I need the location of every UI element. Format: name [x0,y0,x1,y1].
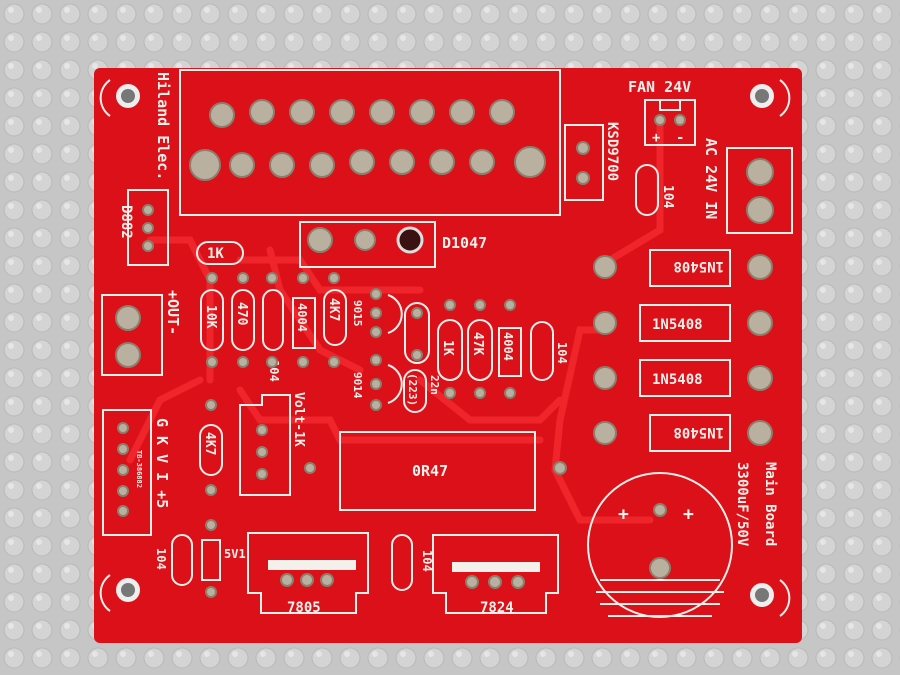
diode3-label: 1N5408 [652,372,703,388]
d882-label: D882 [118,205,134,239]
9014-label: 9014 [351,372,364,399]
cap-104d-label: 104 [420,550,434,572]
22n-label: 22n [428,375,441,395]
cap-plus-right: + [683,504,694,525]
cap-104b-label: 104 [555,342,569,364]
res-470-label: 470 [234,302,249,326]
res-4k7b-label: 4K7 [202,432,217,455]
res-1k-mid-label: 1K [440,340,455,356]
connector-part-label: TB-386882 [135,450,143,488]
fan-plus: + [652,130,660,146]
thermostat-outline [564,124,604,201]
main-board-label: Main Board [762,462,778,546]
thermostat-label: KSD9700 [604,122,620,181]
res-10k-label: 10K [203,305,218,329]
zener-label: 5V1 [224,547,246,561]
diode1-label: 1N5408 [673,258,724,274]
connector-pins-label: G K V I +5 [153,418,171,508]
small-components: 10K 470 104 4004 4K7 9015 9014 22n (223)… [200,272,569,413]
bulk-cap-label: 3300uF/50V [734,462,750,547]
cap-plus-left: + [618,504,629,525]
cap-fan-label: 104 [660,185,675,209]
diode2-label: 1N5408 [652,317,703,333]
7805-label: 7805 [287,600,321,616]
rectifier-diodes: 1N5408 1N5408 1N5408 1N5408 [593,249,773,452]
shunt-label: 0R47 [412,462,448,480]
fan-minus: - [676,130,684,146]
res-47k-label: 47K [470,332,485,356]
power-connector-outline [179,69,561,216]
connector-pads [189,99,546,181]
ac-in-label: AC 24V IN [702,138,720,219]
d1047-label: D1047 [442,234,487,252]
brand-label: Hiland Elec. [154,72,172,180]
223-label: (223) [406,373,419,406]
fan-label: FAN 24V [628,78,691,96]
diode4-label: 1N5408 [673,424,724,440]
diode-4004a-label: 4004 [295,303,309,332]
mounting-holes [99,79,791,617]
circuit-board [94,68,802,643]
diode-4004b-label: 4004 [501,332,515,361]
ac-terminal-outline [726,147,793,234]
cap-104c-label: 104 [154,548,168,570]
pot-label: Volt-1K [291,392,306,447]
res-4k7a-label: 4K7 [326,298,341,321]
out-label: +OUT- [164,290,182,335]
res-1k-top-label: 1K [207,246,224,262]
7824-label: 7824 [480,600,514,616]
9015-label: 9015 [351,300,364,327]
